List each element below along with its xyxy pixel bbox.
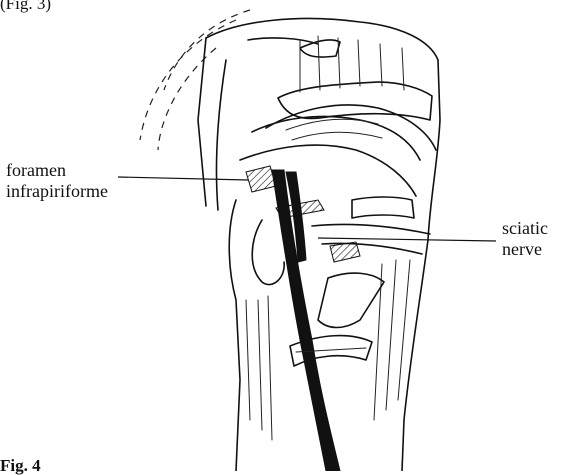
sciatic-nerve [272, 170, 340, 471]
figure-caption: Fig. 4 [0, 456, 41, 475]
foramen-leader [118, 177, 248, 180]
sciatic-leader [318, 238, 496, 241]
label-foramen-infrapiriforme: foramen infrapiriforme [6, 160, 108, 202]
dashed-outline [140, 10, 250, 150]
label-sciatic-nerve: sciatic nerve [502, 218, 548, 260]
